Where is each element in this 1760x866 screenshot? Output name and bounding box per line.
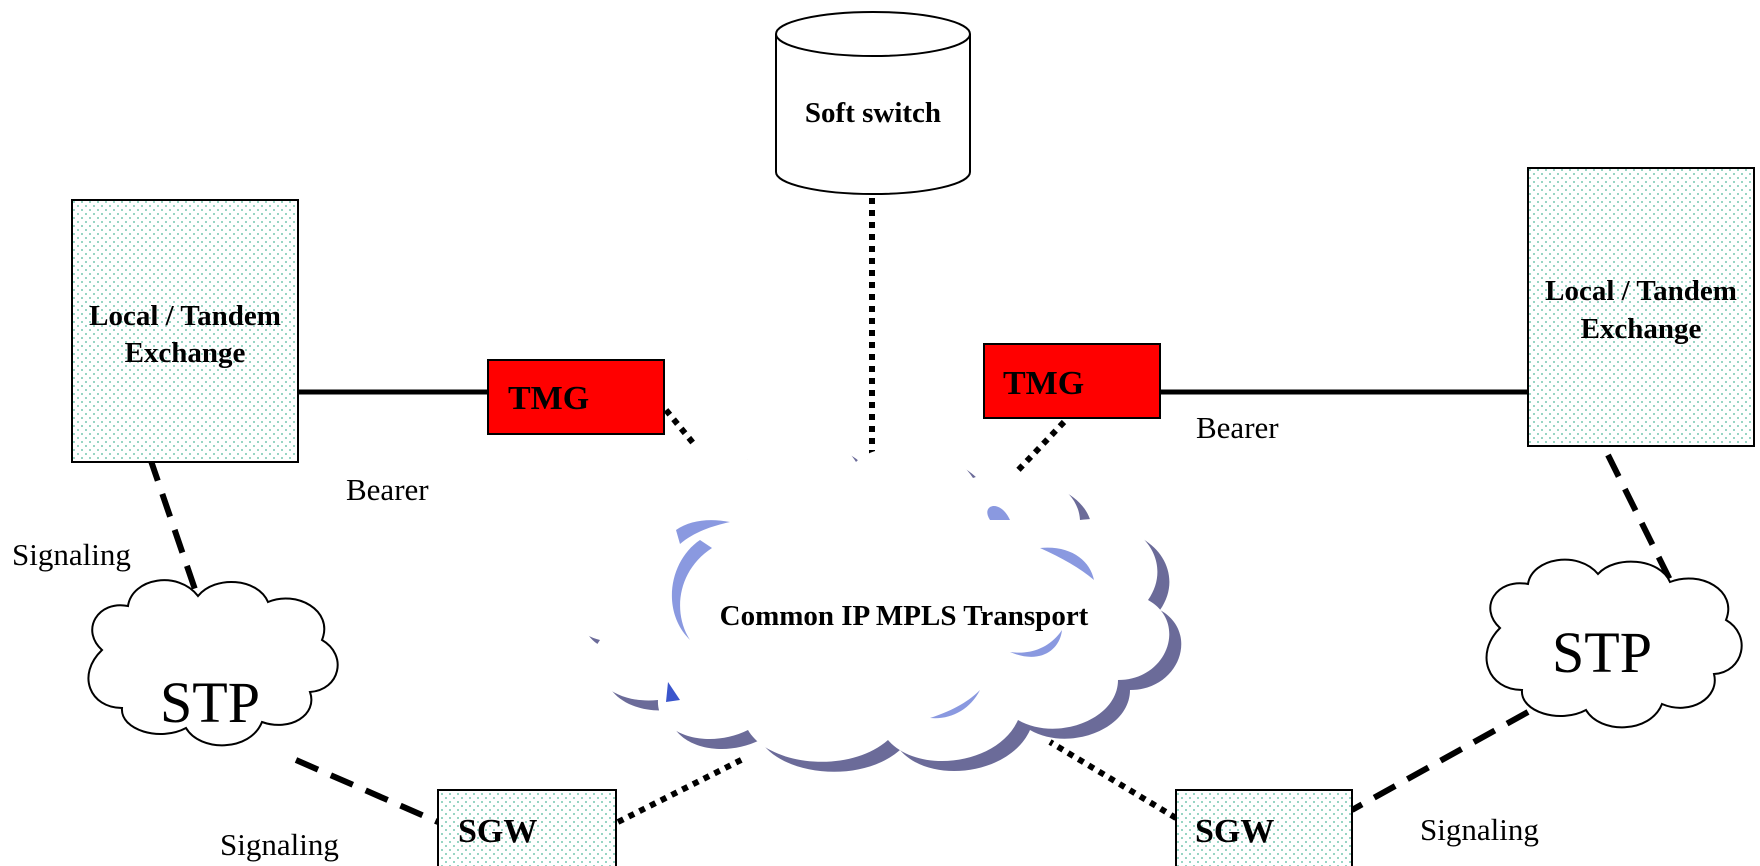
soft-switch-database — [775, 11, 971, 195]
stp-left-label: STP — [160, 670, 260, 735]
tmg-right-label: TMG — [1003, 365, 1084, 402]
exchange-right-label-line1: Local / Tandem — [1545, 275, 1737, 307]
sgw-right-box — [1175, 789, 1353, 866]
signaling-right-exchange-stp — [1605, 453, 1673, 582]
signaling-right-stp-sgw — [1350, 709, 1530, 813]
signaling-left-bottom-label: Signaling — [220, 827, 339, 862]
stp-right-cloud — [1485, 558, 1743, 729]
stp-left-cloud — [87, 579, 339, 747]
signaling-left-exchange-stp — [147, 457, 203, 605]
signaling-left-stp-sgw — [294, 757, 440, 825]
exchange-right-label-line2: Exchange — [1581, 313, 1702, 345]
cloud-main-label: Common IP MPLS Transport — [720, 600, 1089, 632]
sgw-left-cloud-link — [616, 755, 747, 825]
sgw-right-label: SGW — [1195, 813, 1274, 850]
tmg-left-box — [487, 359, 665, 435]
sgw-left-box — [437, 789, 617, 866]
tmg-right-box — [983, 343, 1161, 419]
signaling-left-top-label: Signaling — [12, 537, 131, 572]
sgw-left-label: SGW — [458, 813, 537, 850]
exchange-left-label-line2: Exchange — [125, 337, 246, 369]
ip-mpls-cloud — [571, 436, 1182, 772]
soft-switch-label: Soft switch — [805, 97, 941, 129]
exchange-left-box — [71, 199, 299, 463]
bearer-left-label: Bearer — [346, 472, 429, 507]
sgw-right-cloud-link — [1048, 739, 1178, 821]
tmg-left-label: TMG — [508, 380, 589, 417]
stp-right-label: STP — [1552, 620, 1652, 685]
exchange-left-label-line1: Local / Tandem — [89, 300, 281, 332]
signaling-right-label: Signaling — [1420, 812, 1539, 847]
bearer-right-label: Bearer — [1196, 410, 1279, 445]
exchange-right-box — [1527, 167, 1755, 447]
